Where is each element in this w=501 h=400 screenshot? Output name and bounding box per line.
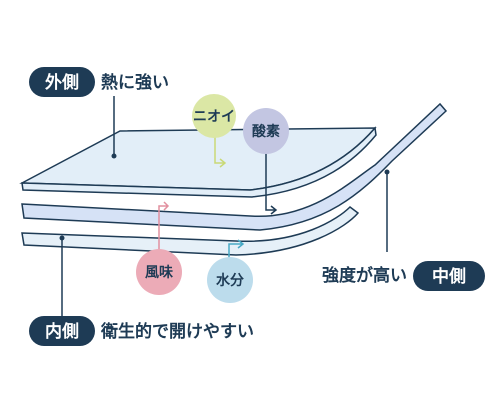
outer-badge: [29, 67, 95, 97]
outer-badge-text: 外側: [45, 72, 79, 93]
middle-description: 強度が高い: [322, 265, 407, 286]
odor-arrow: [214, 136, 227, 168]
middle-badge-text: 中側: [432, 266, 466, 287]
odor-circle: [192, 94, 236, 138]
flavor-circle: [136, 249, 182, 295]
outer-layer: [19, 127, 377, 191]
inner-badge: [29, 316, 95, 346]
acid-label: 酸素: [252, 123, 280, 140]
odor-label: ニオイ: [193, 109, 235, 125]
water-arrow: [228, 239, 245, 262]
flavor-arrow: [158, 201, 170, 258]
water-label: 水分: [216, 272, 244, 289]
middle-layer: [21, 102, 448, 231]
middle-leader-dot: [384, 169, 390, 175]
water-circle: [207, 257, 253, 303]
flavor-label: 風味: [145, 265, 173, 281]
outer-description: 熱に強い: [101, 72, 169, 93]
inner-description: 衛生的で開けやすい: [100, 321, 254, 342]
acid-circle: [243, 108, 289, 154]
outer-leader-dot: [111, 153, 117, 159]
acid-arrow: [265, 152, 278, 215]
inner-leader-dot: [59, 235, 65, 241]
inner-badge-text: 内側: [45, 321, 79, 342]
outer-layer-edge: [21, 126, 377, 198]
inner-layer: [21, 206, 360, 256]
middle-badge: [413, 261, 485, 291]
